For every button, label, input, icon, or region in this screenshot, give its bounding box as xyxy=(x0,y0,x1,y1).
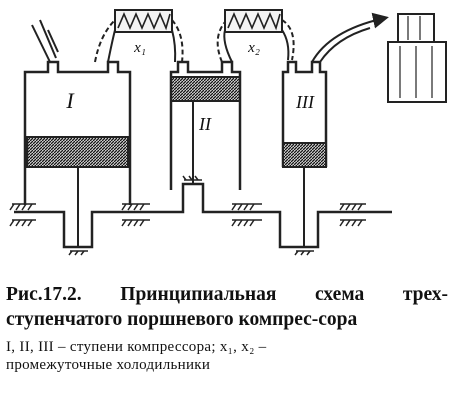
crank-pin-3 xyxy=(294,246,316,256)
bearing-3 xyxy=(231,203,262,227)
stage-2-label: II xyxy=(198,114,212,134)
piston-stage-1 xyxy=(26,136,129,168)
intake-pipe xyxy=(31,19,59,63)
stage-1-label: I xyxy=(65,88,75,113)
bearing-right xyxy=(339,203,366,227)
stage-3-label: III xyxy=(295,92,315,112)
cooler-x2-label: x₂ xyxy=(247,40,260,56)
pipe-1-to-x1 xyxy=(94,19,116,63)
caption-legend-line-2: промежуточные холодильники xyxy=(6,357,211,373)
cylinder-stage-1 xyxy=(23,60,132,205)
cooler-x2-coil xyxy=(227,11,281,31)
cooler-x1-coil xyxy=(117,11,171,31)
crankshaft xyxy=(14,182,392,249)
bearing-2 xyxy=(121,203,150,227)
compressor-scheme: I x₁ II x₂ III xyxy=(9,9,447,256)
bearing-left xyxy=(9,203,36,227)
piston-stage-3 xyxy=(282,142,327,168)
figure-caption: Рис.17.2. Принципиальная схема трех-ступ… xyxy=(6,282,448,374)
crank-pin-2 xyxy=(182,175,202,181)
discharge-pipe xyxy=(311,12,389,63)
pipe-x2-to-3 xyxy=(281,19,295,61)
piston-stage-2 xyxy=(170,76,241,102)
crank-pin-1 xyxy=(68,246,90,256)
pipe-2-to-x2 xyxy=(216,21,233,63)
cooler-x1-label: x₁ xyxy=(133,40,146,56)
cylinder-stage-3 xyxy=(281,60,328,167)
receiver xyxy=(387,13,447,103)
pipe-x1-to-2 xyxy=(171,19,184,63)
caption-title: Рис.17.2. Принципиальная схема трех-ступ… xyxy=(6,284,448,330)
caption-legend-line-1: I, II, III – ступени компрессора; x₁, x₂… xyxy=(6,339,267,355)
caption-legend: I, II, III – ступени компрессора; x₁, x₂… xyxy=(6,338,448,374)
